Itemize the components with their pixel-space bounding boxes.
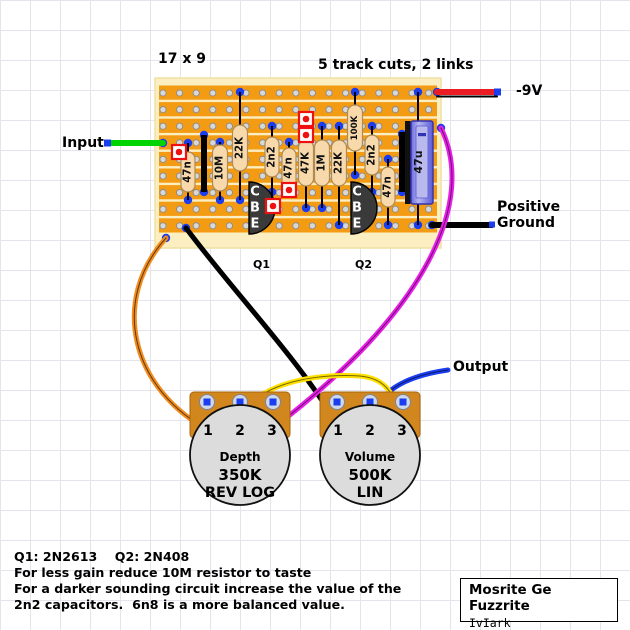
track-cuts <box>170 110 315 215</box>
cap-47u-electrolytic: 47u <box>405 120 434 205</box>
track-cuts-label: 5 track cuts, 2 links <box>318 57 474 73</box>
svg-text:100K: 100K <box>350 115 360 140</box>
svg-text:2n2: 2n2 <box>267 146 278 167</box>
svg-text:E: E <box>251 217 260 232</box>
q2-label: Q2 <box>355 258 373 271</box>
ground-label-line2: Ground <box>497 215 555 231</box>
supply-label: -9V <box>516 83 543 99</box>
project-author: IvIark <box>469 616 511 630</box>
svg-text:2: 2 <box>365 423 375 439</box>
svg-text:1: 1 <box>333 423 343 439</box>
svg-text:350K: 350K <box>219 466 263 484</box>
board-size-label: 17 x 9 <box>158 51 207 67</box>
svg-text:47n: 47n <box>284 157 295 178</box>
svg-text:Volume: Volume <box>345 450 395 464</box>
project-title: Mosrite Ge Fuzzrite <box>469 582 552 614</box>
svg-text:C: C <box>250 185 260 200</box>
ground-label-line1: Positive <box>497 199 561 215</box>
svg-text:C: C <box>352 185 362 200</box>
svg-text:47u: 47u <box>412 150 425 173</box>
svg-text:LIN: LIN <box>357 485 384 501</box>
svg-text:REV LOG: REV LOG <box>205 485 275 501</box>
svg-text:3: 3 <box>267 423 277 439</box>
svg-text:47n: 47n <box>383 176 394 197</box>
svg-text:1: 1 <box>203 423 213 439</box>
input-label: Input <box>62 135 104 151</box>
svg-text:B: B <box>352 201 362 216</box>
svg-text:2: 2 <box>235 423 245 439</box>
svg-text:10M: 10M <box>215 156 226 180</box>
svg-text:22K: 22K <box>334 151 345 174</box>
svg-text:Depth: Depth <box>220 450 261 464</box>
build-notes: Q1: 2N2613 Q2: 2N408 For less gain reduc… <box>14 549 402 612</box>
link-wires <box>201 132 405 192</box>
svg-text:1M: 1M <box>317 154 328 171</box>
svg-text:22K: 22K <box>235 136 246 159</box>
svg-text:47K: 47K <box>301 151 312 174</box>
svg-text:3: 3 <box>397 423 407 439</box>
output-label: Output <box>453 359 509 375</box>
svg-text:B: B <box>250 201 260 216</box>
svg-text:47n: 47n <box>183 161 194 182</box>
passive-components: 47n 10M 22K 2n2 47n 47K 1M 22K 100K 2n2 47n <box>180 104 396 208</box>
q1-label: Q1 <box>253 258 271 271</box>
svg-text:500K: 500K <box>349 466 393 484</box>
title-block: Mosrite Ge Fuzzrite IvIark <box>460 578 618 630</box>
svg-text:2n2: 2n2 <box>367 144 378 165</box>
svg-text:E: E <box>353 217 362 232</box>
